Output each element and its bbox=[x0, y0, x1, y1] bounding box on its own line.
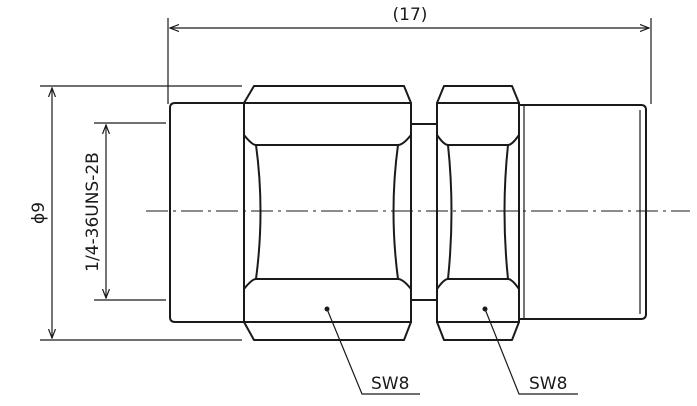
left-wrench-flat-callout: SW8 bbox=[326, 308, 420, 395]
overall-length-label: (17) bbox=[393, 5, 428, 25]
left-wrench-flat-label: SW8 bbox=[371, 374, 409, 394]
diameter-dimension: ϕ9 bbox=[29, 85, 242, 341]
left-hex-nut bbox=[243, 85, 412, 341]
thread-label: 1/4-36UNS-2B bbox=[83, 152, 103, 272]
connecting-neck bbox=[410, 123, 438, 301]
right-hex-nut bbox=[436, 85, 520, 341]
right-threaded-stud bbox=[518, 104, 647, 320]
right-wrench-flat-label: SW8 bbox=[529, 374, 567, 394]
overall-length-dimension: (17) bbox=[167, 5, 652, 104]
thread-dimension: 1/4-36UNS-2B bbox=[83, 122, 166, 301]
left-cylinder-body bbox=[169, 102, 245, 323]
diameter-label: ϕ9 bbox=[29, 202, 49, 224]
right-wrench-flat-callout: SW8 bbox=[484, 308, 578, 395]
